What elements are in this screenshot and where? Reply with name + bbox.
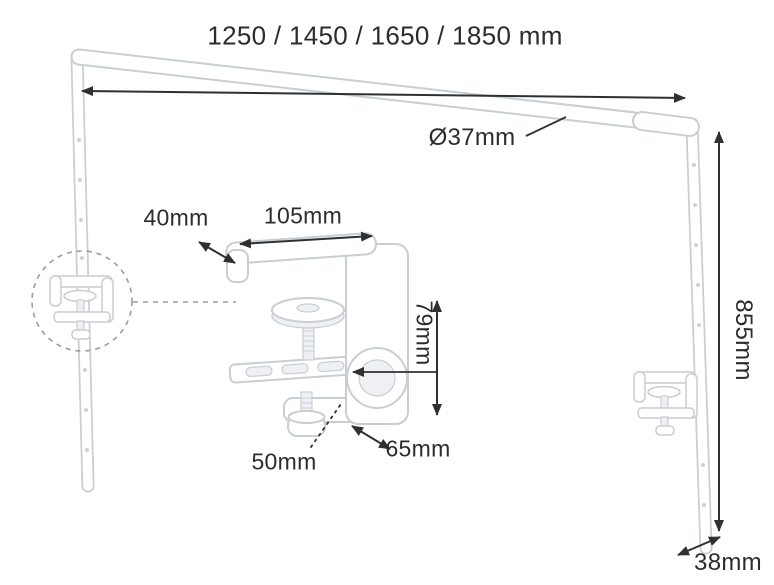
diameter-leader-line <box>525 116 567 137</box>
clamp-body-depth-label: 65mm <box>385 435 451 462</box>
bar-length-label: 1250 / 1450 / 1650 / 1850 mm <box>207 20 563 51</box>
lip-dimension-line <box>198 241 236 264</box>
arm-dimension-line <box>239 231 373 249</box>
right-pole <box>685 117 713 555</box>
clamp-lower-screw <box>287 391 326 437</box>
tube-diameter-label: Ø37mm <box>428 124 516 151</box>
clamp-height-dimension-line <box>352 300 442 416</box>
foot-dimension-line <box>677 536 721 556</box>
length-dimension-line <box>81 86 686 103</box>
left-pole <box>70 49 95 493</box>
pole-height-label: 855mm <box>730 299 757 381</box>
clamp-front-lip <box>226 249 249 283</box>
clamp-opening-height-label: 79mm <box>411 300 438 366</box>
screw-leader-line <box>310 403 342 448</box>
right-desk-clamp <box>633 371 698 436</box>
pole-adjustment-holes <box>77 138 706 507</box>
clamp-arm-length-label: 105mm <box>263 202 343 229</box>
clamp-screw-width-label: 50mm <box>251 448 317 475</box>
clamp-detail-drawing <box>225 232 409 437</box>
clamp-upper-screw <box>271 297 345 361</box>
foot-size-label: 38mm <box>694 549 762 576</box>
clamp-lip-width-label: 40mm <box>143 204 209 231</box>
clamp-depth-dimension-line <box>351 425 391 450</box>
left-desk-clamp <box>49 275 114 340</box>
detail-callout-circle <box>31 250 133 352</box>
